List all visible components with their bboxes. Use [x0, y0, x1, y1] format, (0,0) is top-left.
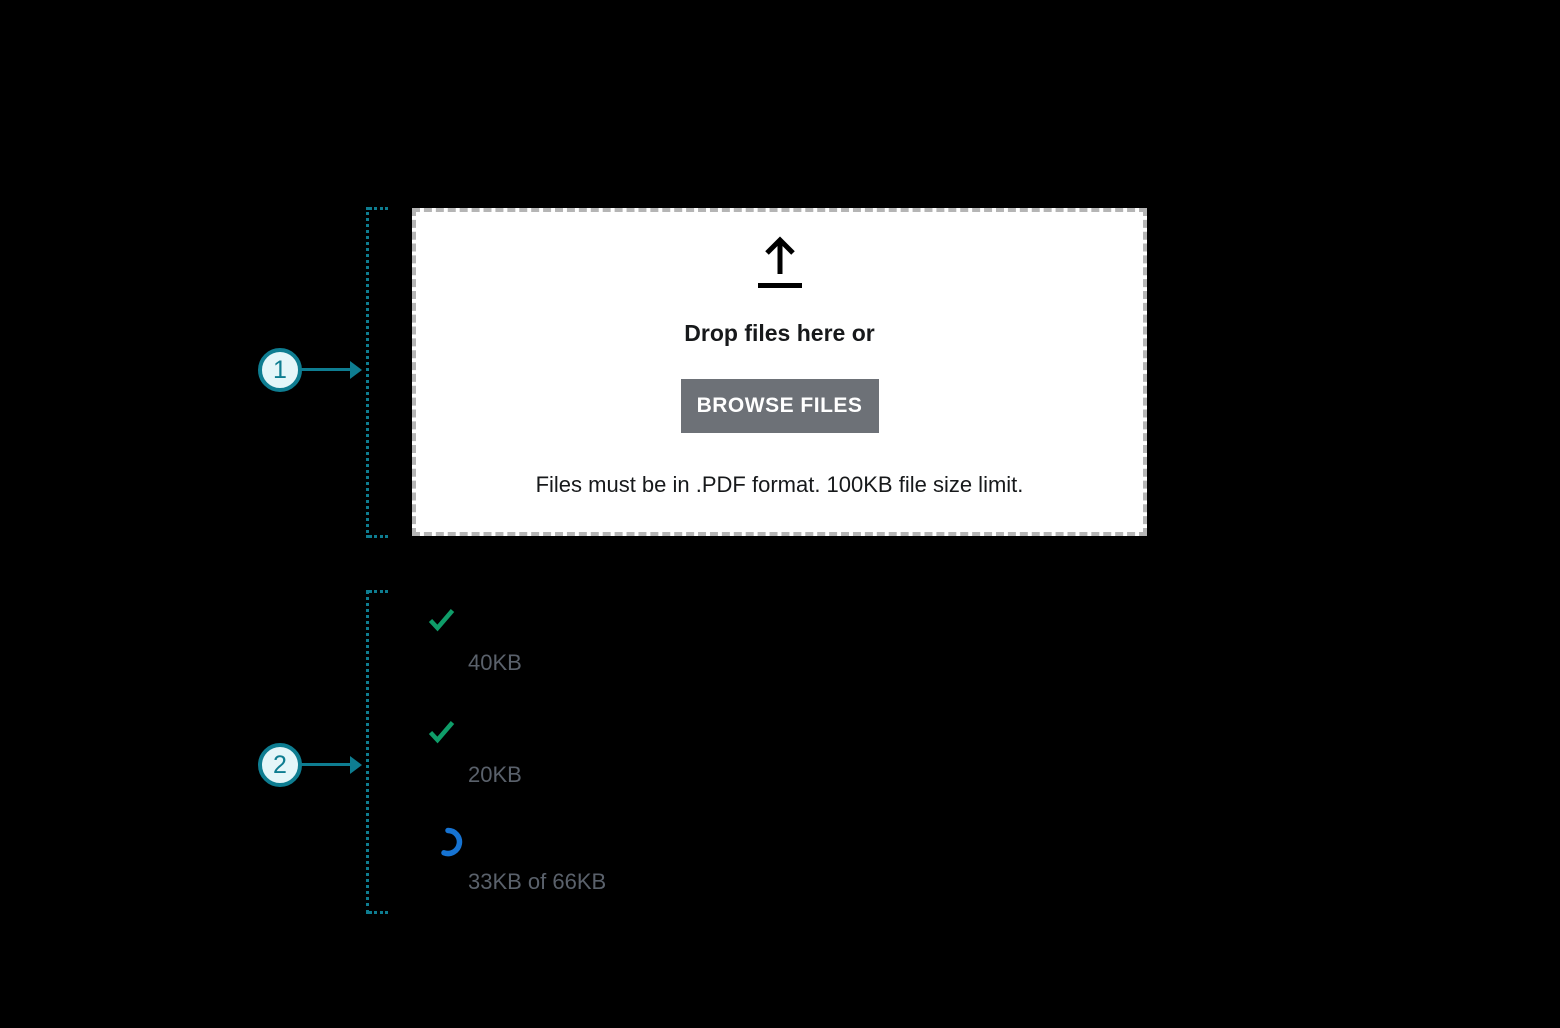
upload-arrow-icon: [757, 236, 802, 288]
file-size-label: 20KB: [468, 762, 522, 787]
check-icon: [428, 609, 455, 632]
bracket-tick: [369, 535, 388, 538]
check-icon: [428, 721, 455, 744]
file-size-label: 33KB of 66KB: [468, 869, 607, 894]
bracket-tick: [369, 207, 388, 210]
file-size-label: 40KB: [468, 650, 522, 675]
callout-1-badge: 1: [258, 348, 302, 392]
callout-2-arrowhead-icon: [350, 756, 362, 774]
file-dropzone[interactable]: Drop files here or BROWSE FILES Files mu…: [412, 208, 1147, 536]
bracket-tick: [369, 590, 388, 593]
annotation-bracket-dropzone: [366, 207, 390, 538]
callout-2: 2: [258, 743, 362, 787]
callout-1-arrowhead-icon: [350, 361, 362, 379]
callout-1-arrow-line: [301, 368, 351, 371]
progress-spinner-icon: [441, 827, 463, 857]
callout-2-arrow-line: [301, 763, 351, 766]
annotation-bracket-file-list: [366, 590, 390, 914]
callout-1: 1: [258, 348, 362, 392]
callout-2-badge: 2: [258, 743, 302, 787]
dropzone-prompt: Drop files here or: [684, 320, 875, 346]
dropzone-helper-text: Files must be in .PDF format. 100KB file…: [535, 472, 1024, 497]
bracket-tick: [369, 911, 388, 914]
file-list-item: 33KB of 66KB: [428, 824, 748, 914]
browse-files-button[interactable]: BROWSE FILES: [680, 379, 879, 433]
file-list-item: 20KB: [428, 720, 748, 810]
file-list-item: 40KB: [428, 608, 748, 698]
